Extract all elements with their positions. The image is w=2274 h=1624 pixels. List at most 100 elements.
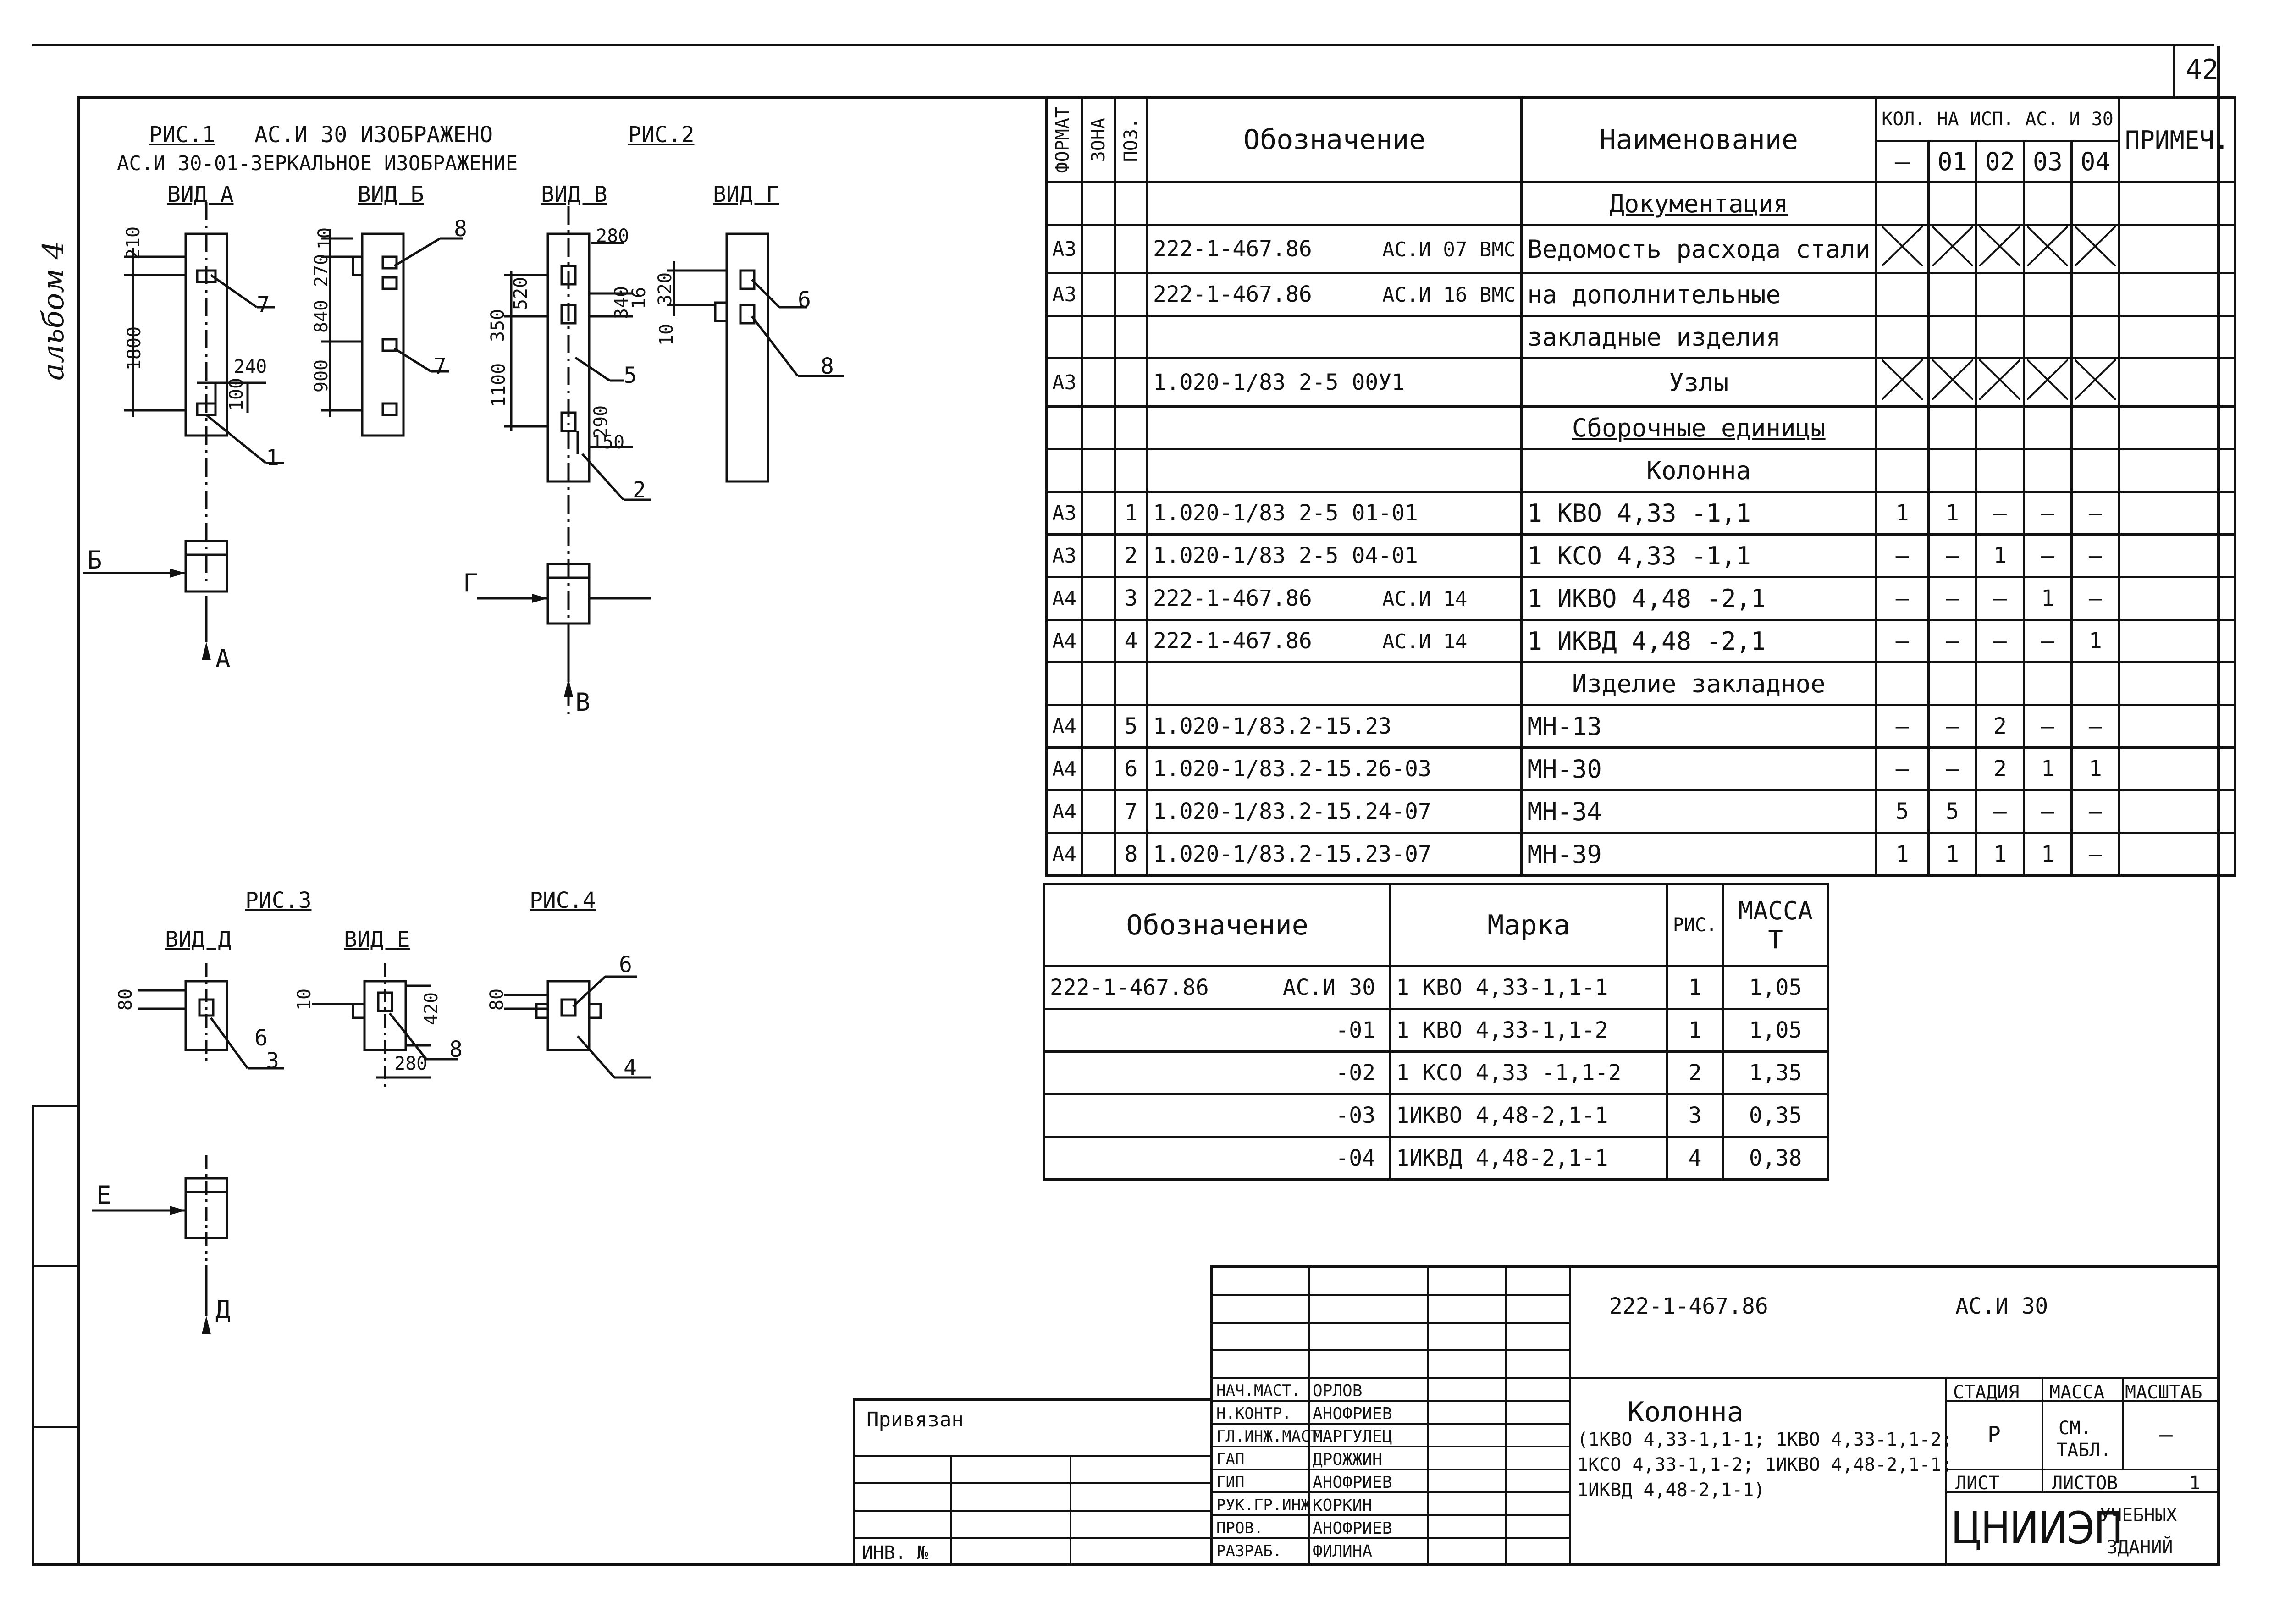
row-zone [1081,448,1116,493]
mass-row-mark: 1ИКВД 4,48-2,1-1 [1389,1136,1668,1181]
role-person-name: ФИЛИНА [1313,1542,1373,1561]
row-format: А4 [1045,832,1083,877]
sheets-label: ЛИСТОВ [2052,1473,2118,1494]
row-qty [1927,405,1977,450]
row-name: Сборочные единицы [1520,405,1877,450]
dim-v-1100: 1100 [488,363,510,408]
item-desc-2: 1КСО 4,33-1,1-2; 1ИКВО 4,48-2,1-1; [1577,1454,1953,1475]
row-note [2118,181,2236,226]
row-zone [1081,661,1116,706]
row-name: Колонна [1520,448,1877,493]
row-format: А3 [1045,272,1083,317]
row-designation: 1.020-1/83.2-15.24-07 [1146,789,1523,834]
row-qty [2070,661,2120,706]
row-qty [1975,224,2025,274]
row-zone [1081,405,1116,450]
callout-4: 4 [624,1055,637,1081]
row-designation-sheet: АС.И 07 ВМС [1382,238,1516,261]
row-qty: — [2022,491,2073,536]
row-designation: 1.020-1/83 2-5 04-01 [1146,533,1523,578]
role-person-name: ОРЛОВ [1313,1381,1363,1400]
dim-v-350: 350 [487,309,509,342]
cross-mark-icon [1931,360,1974,401]
row-qty: — [1927,533,1977,578]
row-qty [2022,357,2073,408]
row-designation [1146,448,1523,493]
row-designation: 1.020-1/83 2-5 00У1 [1146,357,1523,408]
row-designation-code: 1.020-1/83.2-15.23-07 [1153,841,1431,867]
callout-8b: 8 [454,216,467,242]
mass-row-mark: 1ИКВО 4,48-2,1-1 [1389,1093,1668,1138]
row-qty: — [1875,576,1930,621]
row-qty: 1 [1975,832,2025,877]
qty-col-header: 02 [1975,140,2025,183]
row-qty [1927,448,1977,493]
role-title: ГЛ.ИНЖ.МАСТ [1216,1427,1320,1446]
cross-mark-icon [2074,227,2117,267]
arrow-label-g: Г [463,569,478,597]
stage-value: Р [1987,1422,2001,1447]
view-v-label: ВИД В [541,182,607,207]
row-format: А4 [1045,746,1083,791]
left-margin-line [32,1105,34,1566]
row-qty: — [2070,789,2120,834]
dim-a-100: 100 [226,377,248,411]
row-format: А4 [1045,576,1083,621]
row-qty: — [1875,533,1930,578]
arrow-label-v: В [575,688,591,717]
row-qty [1875,405,1930,450]
mass-col-designation-header: Обозначение [1043,883,1392,967]
row-qty: 1 [2022,746,2073,791]
org-logo: ЦНИИЭП [1951,1502,2124,1554]
col-zone-header: ЗОНА [1081,96,1116,183]
callout-2: 2 [633,477,646,503]
mass-row-sheet: -03 [1336,1103,1375,1128]
qty-col-header: 03 [2022,140,2073,183]
row-designation [1146,405,1523,450]
arrow-label-b: Б [87,546,102,574]
mass-row-fig: 2 [1666,1050,1724,1095]
row-qty: — [1875,746,1930,791]
stage-label: СТАДИЯ [1953,1382,2020,1403]
row-qty [1927,357,1977,408]
mass-row-fig: 1 [1666,1008,1724,1053]
row-note [2118,704,2236,749]
row-qty [1875,224,1930,274]
row-qty [1875,181,1930,226]
row-designation [1146,661,1523,706]
row-pos: 3 [1113,576,1148,621]
row-qty [1927,315,1977,359]
row-name: Узлы [1520,357,1877,408]
row-note [2118,491,2236,536]
row-note [2118,405,2236,450]
row-note [2118,832,2236,877]
row-zone [1081,832,1116,877]
cross-mark-icon [1881,227,1924,267]
fig3-title: РИС.3 [245,888,312,913]
row-qty: — [2070,576,2120,621]
sheet-number-box: 42 [2173,44,2220,99]
dim-a-210: 210 [123,226,144,260]
row-pos [1113,224,1148,274]
mass-row-code: 222-1-467.86 [1050,975,1209,1000]
mass-row-fig: 3 [1666,1093,1724,1138]
cross-mark-icon [2026,360,2069,401]
row-pos [1113,272,1148,317]
row-qty [1875,661,1930,706]
row-zone [1081,576,1116,621]
view-e-label: ВИД Е [344,927,410,952]
arrow-label-e: Е [96,1181,111,1210]
mass-row-designation: -03 [1043,1093,1392,1138]
row-qty: — [2022,533,2073,578]
dim-g-10: 10 [656,323,678,346]
row-pos [1113,181,1148,226]
view-g-label: ВИД Г [713,182,779,207]
row-name: 1 КВО 4,33 -1,1 [1520,491,1877,536]
row-qty: — [1927,704,1977,749]
specification-table: ФОРМАТ ЗОНА ПОЗ. Обозначение Наименовани… [1045,96,2236,877]
